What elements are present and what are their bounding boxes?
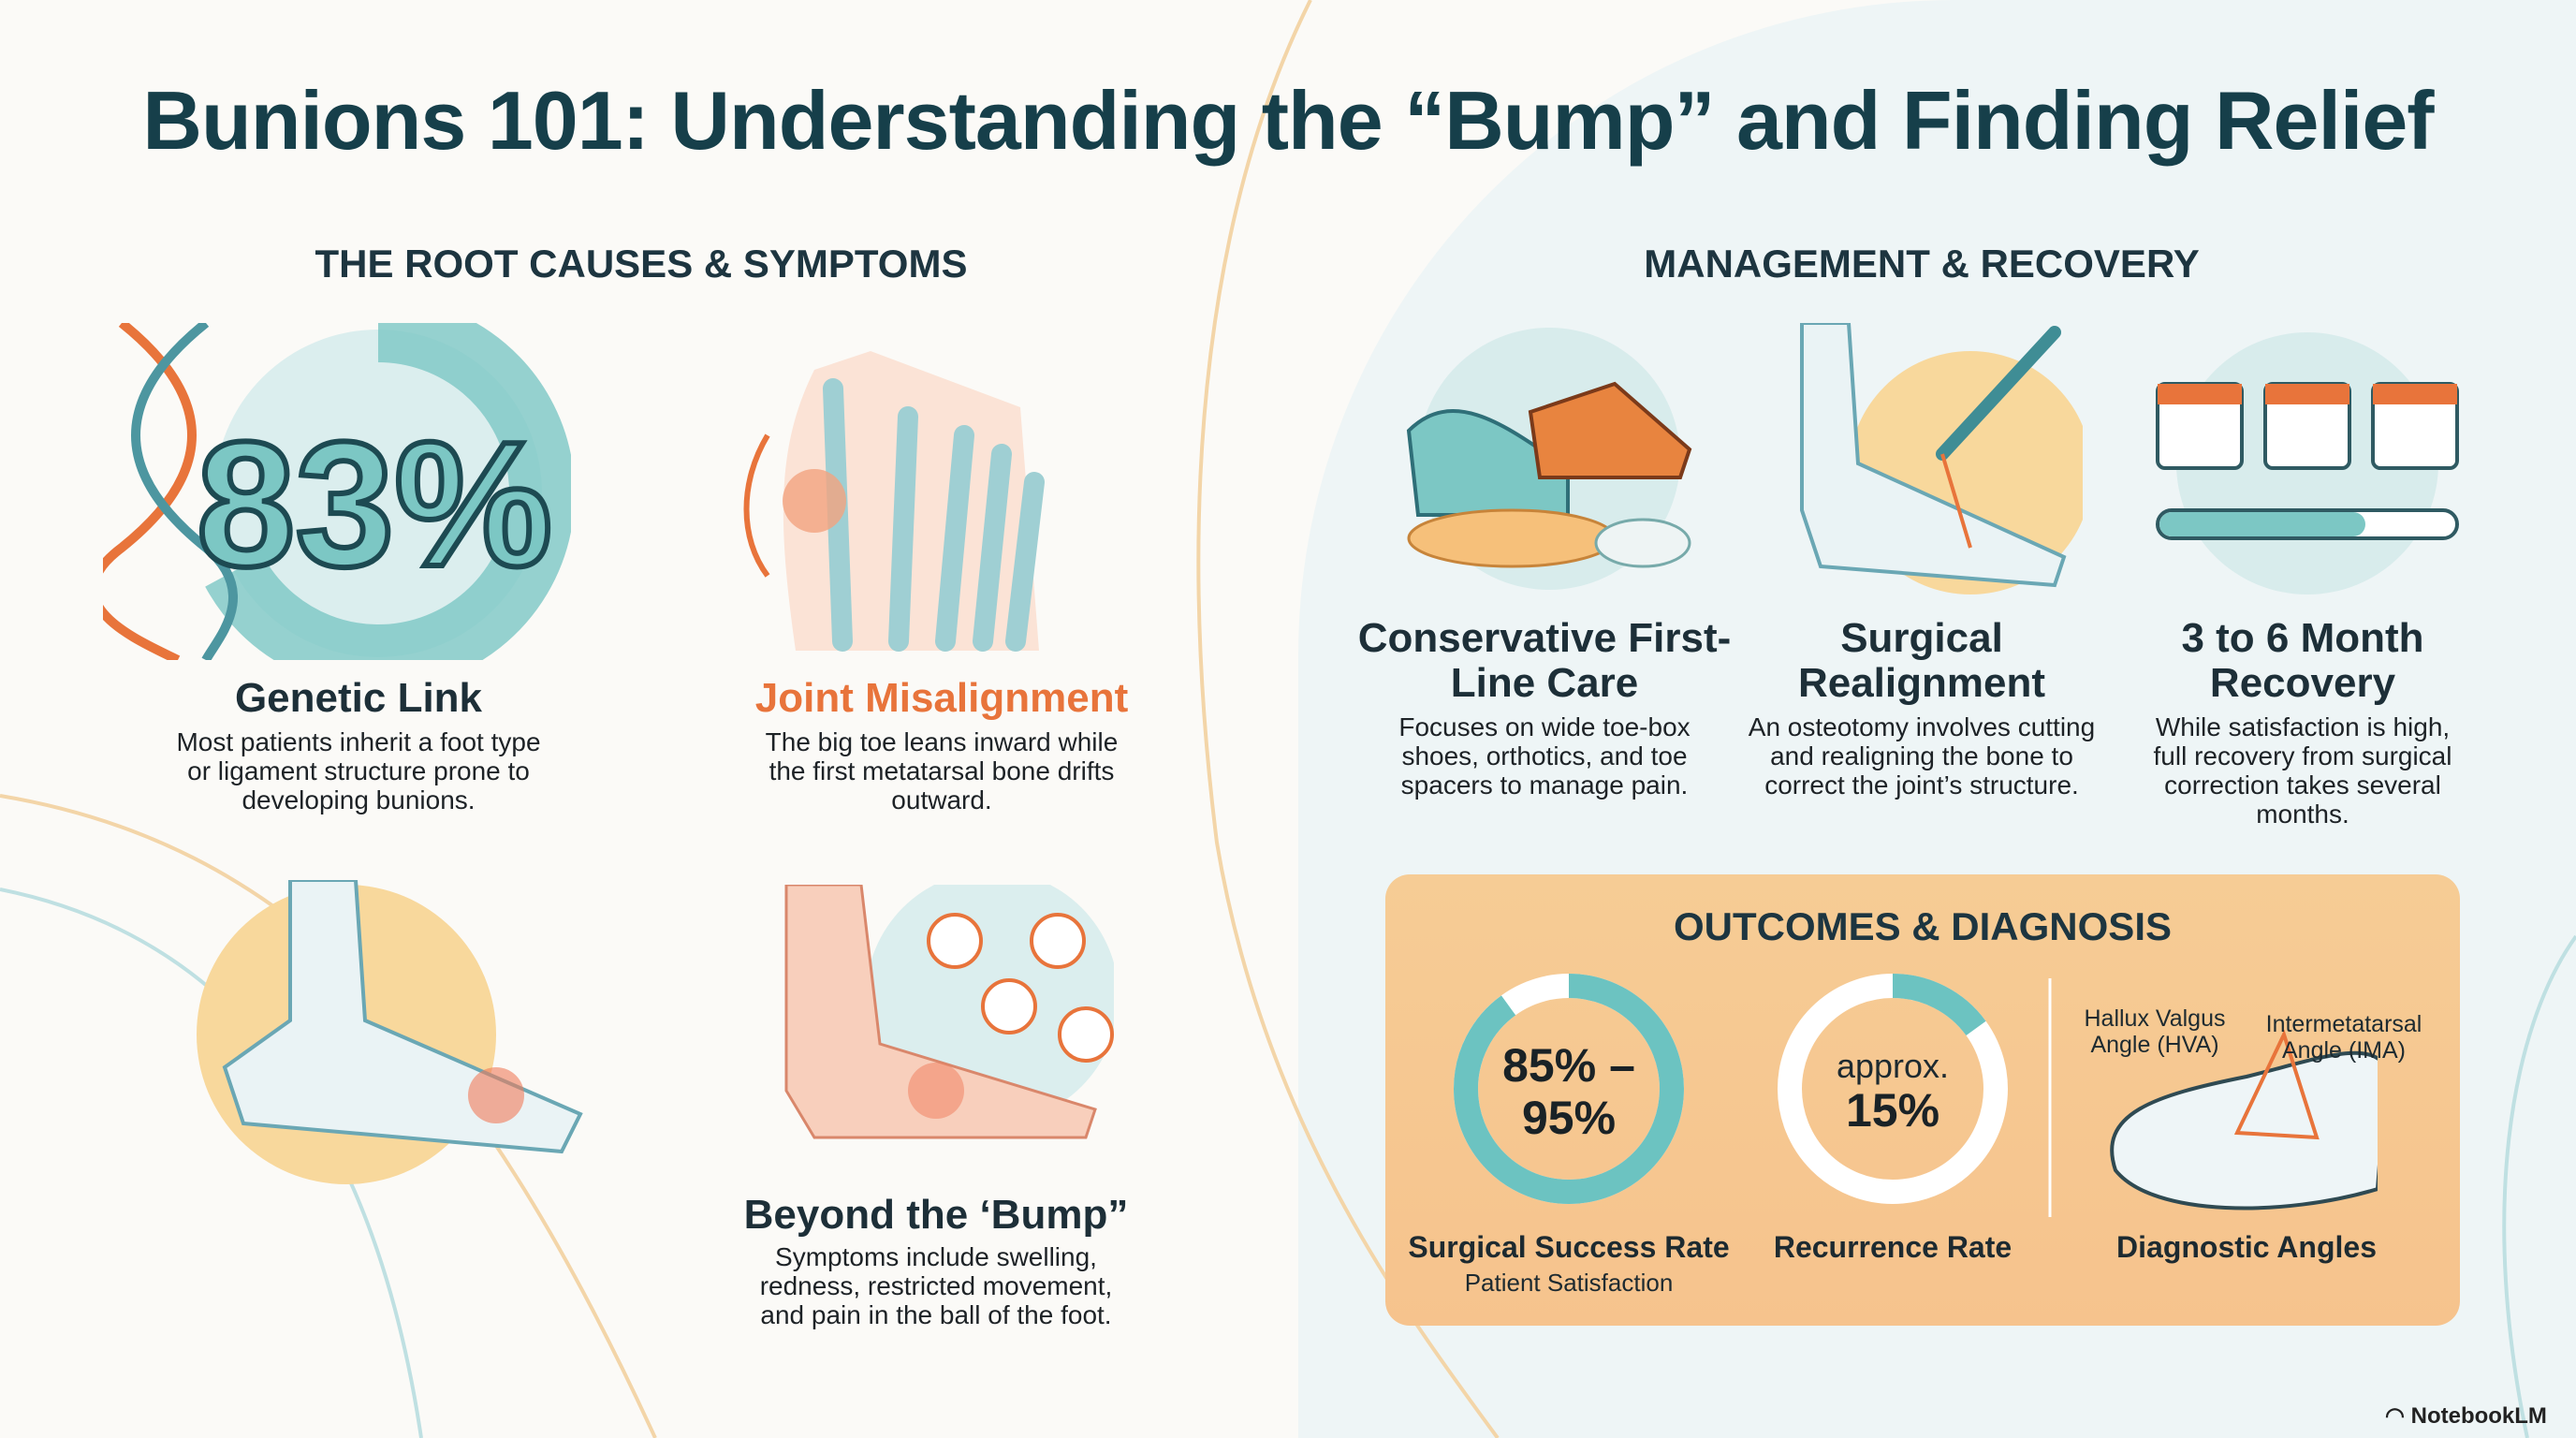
- notebooklm-brand: ◠ NotebookLM: [2385, 1403, 2547, 1429]
- success-rate-label: Surgical Success Rate: [1408, 1230, 1730, 1264]
- surgical-realignment-title: Surgical Realignment: [1797, 615, 2046, 706]
- outcomes-heading: OUTCOMES & DIAGNOSIS: [1673, 904, 2173, 948]
- genetic-link-title: Genetic Link: [234, 675, 483, 721]
- conservative-care-title: Conservative First-Line Care: [1357, 615, 1732, 706]
- foot-angles-illustration: [2110, 1029, 2378, 1211]
- diagnostic-angles-label: Diagnostic Angles: [2116, 1230, 2377, 1264]
- success-ring-fill: [1454, 974, 1684, 1204]
- genetic-link-desc: Most patients inherit a foot type or lig…: [176, 727, 541, 814]
- success-rate-sublabel: Patient Satisfaction: [1464, 1269, 1674, 1297]
- surgical-realignment-desc: An osteotomy involves cutting and realig…: [1748, 712, 2096, 800]
- beyond-bump-title: Beyond the ‘Bump”: [743, 1192, 1129, 1238]
- genetic-stat: 83%: [194, 403, 555, 607]
- outcome-rings: [1454, 974, 2378, 1217]
- foot-xray-illustration: [197, 880, 583, 1184]
- recurrence-approx: approx.: [1836, 1047, 1950, 1085]
- recovery-desc: While satisfaction is high, full recover…: [2153, 712, 2452, 829]
- joint-misalignment-desc: The big toe leans inward while the first…: [765, 727, 1119, 814]
- recurrence-value: 15%: [1845, 1084, 1940, 1137]
- hva-label: Hallux Valgus Angle (HVA): [2084, 1005, 2226, 1058]
- recurrence-rate-label: Recurrence Rate: [1773, 1230, 2012, 1264]
- calendar-progress-icon: [2156, 332, 2459, 594]
- foot-bones-illustration: [743, 351, 1045, 652]
- swollen-foot-illustration: [784, 885, 1114, 1139]
- conservative-care-desc: Focuses on wide toe-box shoes, orthotics…: [1398, 712, 1690, 800]
- beyond-bump-desc: Symptoms include swelling, redness, rest…: [759, 1242, 1113, 1329]
- brand-label: NotebookLM: [2410, 1403, 2547, 1429]
- recurrence-ring-fill: [1778, 974, 2008, 1204]
- joint-misalignment-title: Joint Misalignment: [754, 675, 1129, 721]
- shoes-orthotics-icon: [1406, 328, 1692, 590]
- success-rate-value-line1: 85% –: [1502, 1039, 1635, 1092]
- recovery-title: 3 to 6 Month Recovery: [2181, 615, 2424, 706]
- success-rate-value-line2: 95%: [1521, 1092, 1617, 1144]
- surgery-scalpel-icon: [1800, 323, 2083, 594]
- page-title: Bunions 101: Understanding the “Bump” an…: [142, 74, 2434, 167]
- section-heading-management: MANAGEMENT & RECOVERY: [1644, 242, 2200, 286]
- section-heading-causes: THE ROOT CAUSES & SYMPTOMS: [315, 242, 968, 286]
- ima-label: Intermetatarsal Angle (IMA): [2265, 1011, 2422, 1064]
- dna-stat-illustration: [103, 323, 571, 660]
